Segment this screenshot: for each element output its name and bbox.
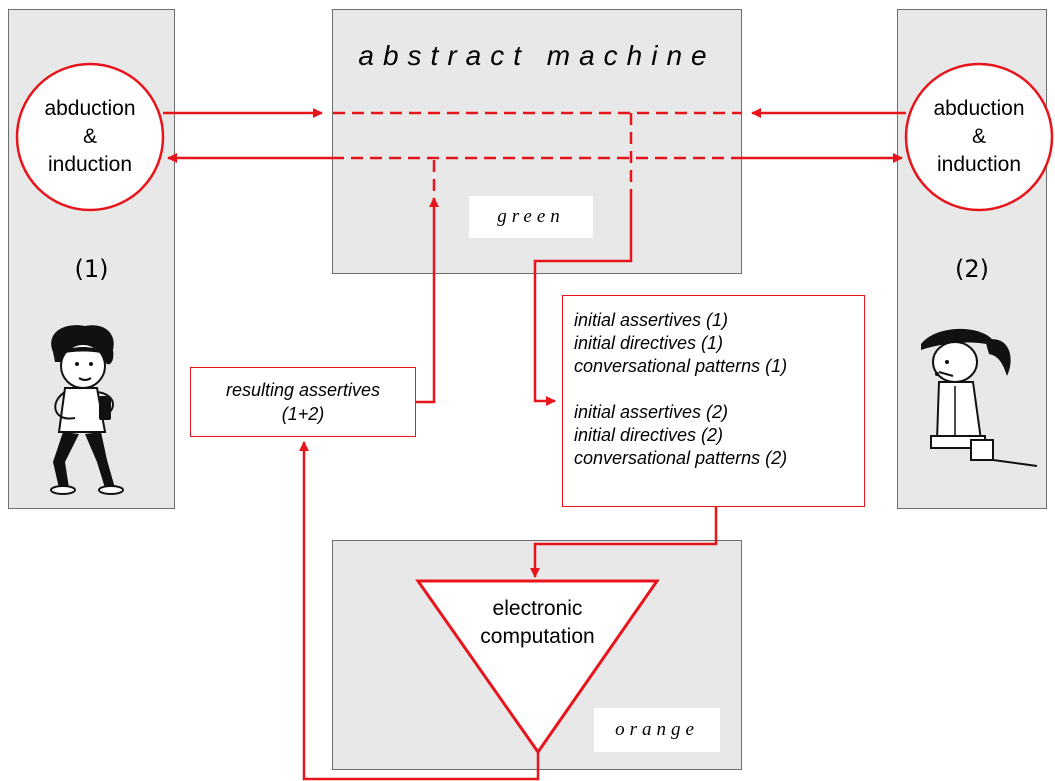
left-circle [15, 62, 165, 212]
woman-with-headset-icon [921, 328, 1038, 467]
wire-resulting-to-machine [416, 197, 439, 404]
left-circle-line-1: abduction [44, 97, 136, 120]
orange-tag: orange [615, 719, 699, 740]
initial-line-3: conversational patterns (1) [574, 356, 788, 376]
green-tag-box: green [469, 196, 593, 238]
initial-line-2: initial directives (1) [574, 333, 724, 353]
computation-line-1: electronic [492, 597, 583, 620]
right-number: (2) [955, 255, 989, 283]
left-circle-line-3: induction [47, 153, 133, 176]
right-circle [904, 62, 1054, 212]
left-number: (1) [74, 255, 109, 283]
initial-line-7: conversational patterns (2) [574, 448, 788, 468]
right-circle-text: abduction & induction [906, 95, 1052, 179]
left-circle-line-2: & [82, 125, 97, 148]
resulting-line-1: resulting assertives [225, 380, 381, 400]
computation-triangle [415, 579, 660, 755]
right-circle-line-2: & [971, 125, 986, 148]
right-circle-line-1: abduction [933, 97, 1025, 120]
abstract-machine-title: abstract machine [358, 40, 716, 71]
wire-initial-to-computation [530, 507, 718, 578]
initial-line-1: initial assertives (1) [574, 310, 729, 330]
man-with-phone-icon [50, 325, 124, 495]
initial-line-6: initial directives (2) [574, 425, 724, 445]
left-circle-text: abduction & induction [17, 95, 163, 179]
orange-tag-box: orange [594, 708, 720, 752]
abstract-machine-panel [332, 9, 742, 274]
wire-machine-to-initial [533, 195, 633, 406]
wire-computation-to-resulting [299, 441, 540, 781]
resulting-assertives-box: resulting assertives (1+2) [190, 367, 416, 437]
computation-label: electronic computation [418, 595, 657, 651]
initial-inputs-box: initial assertives (1) initial directive… [562, 295, 865, 507]
resulting-line-2: (1+2) [281, 404, 325, 424]
computation-line-2: computation [480, 625, 595, 648]
green-tag: green [497, 206, 565, 227]
initial-line-5: initial assertives (2) [574, 402, 729, 422]
right-circle-line-3: induction [936, 153, 1022, 176]
